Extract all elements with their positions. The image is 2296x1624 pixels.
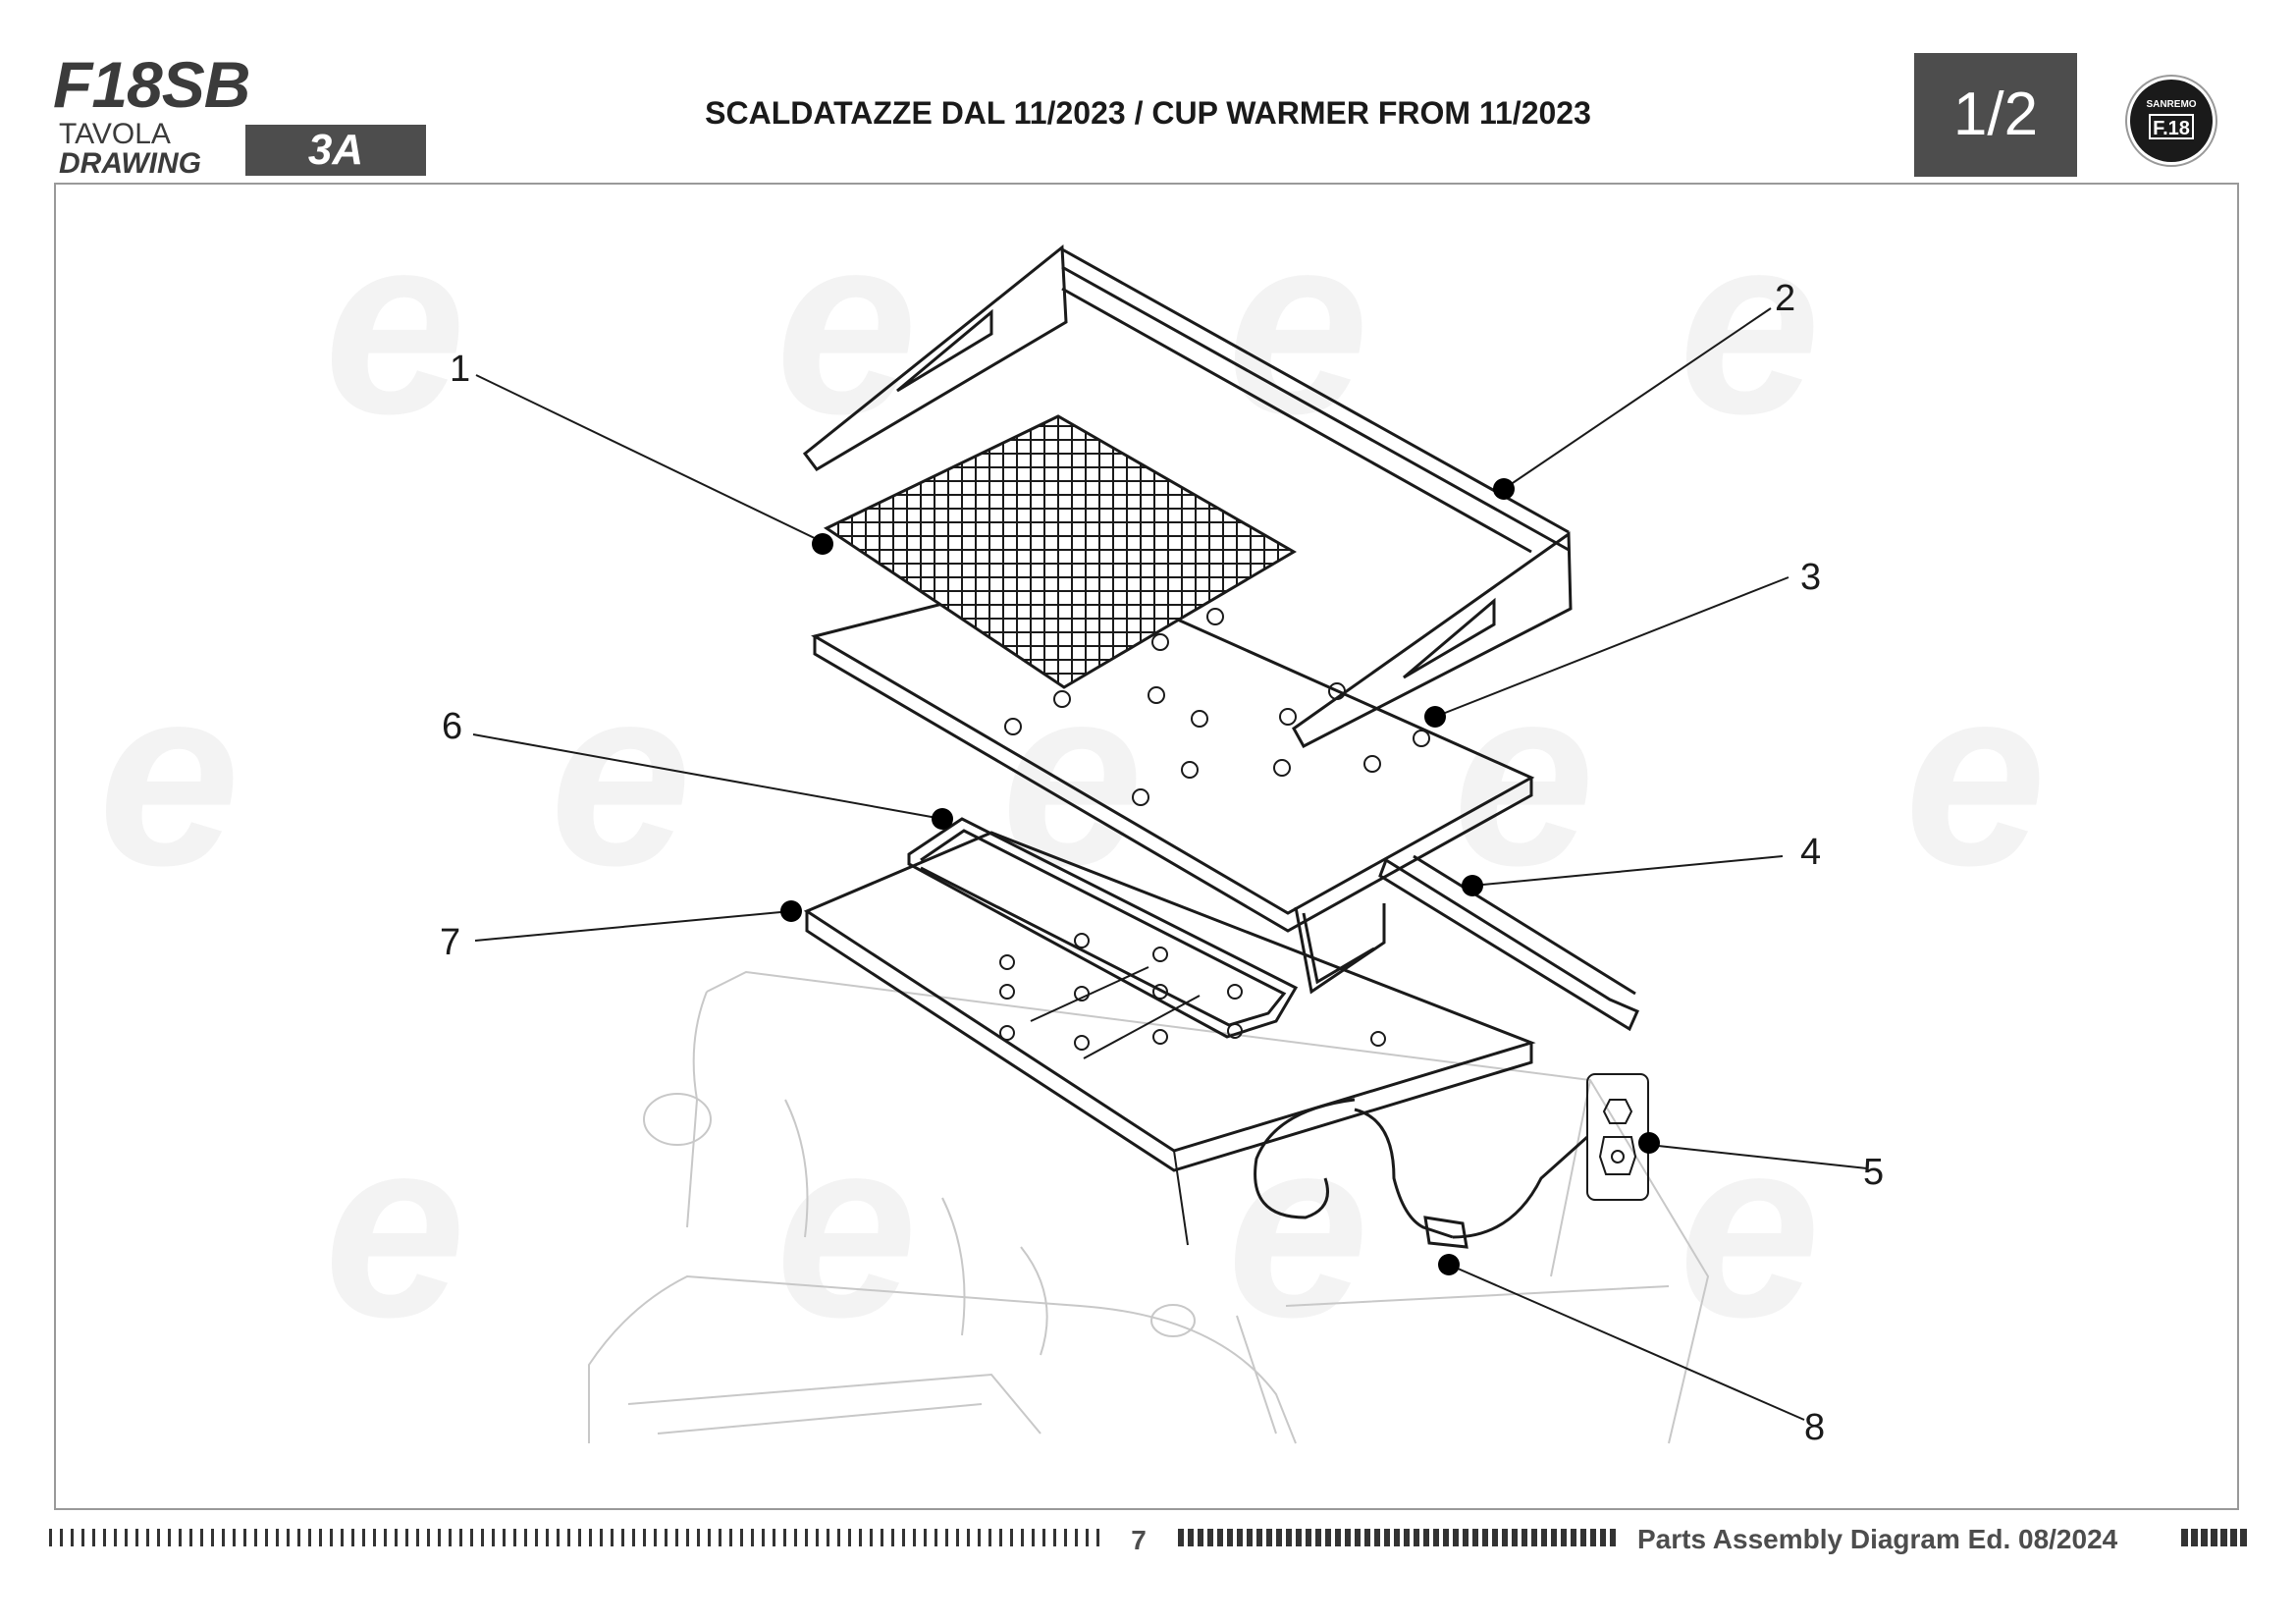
page-number: 7 xyxy=(1131,1525,1147,1555)
page-title: SCALDATAZZE DAL 11/2023 / CUP WARMER FRO… xyxy=(705,95,1591,131)
callout-dot-2 xyxy=(1493,478,1515,500)
model-name: F18SB xyxy=(53,48,250,121)
footer-ticks-right xyxy=(1178,1529,1616,1546)
callout-dot-6 xyxy=(932,808,953,830)
part-3-plate xyxy=(811,569,1535,933)
callout-dot-3 xyxy=(1424,706,1446,728)
part-5-thermostat xyxy=(1586,1073,1649,1201)
svg-text:e: e xyxy=(775,183,918,467)
drawing-frame xyxy=(54,183,2239,1510)
callout-dot-7 xyxy=(780,900,802,922)
logo-brand-text: SANREMO xyxy=(2146,99,2196,110)
callout-number-1: 1 xyxy=(450,349,470,390)
callout-number-4: 4 xyxy=(1800,832,1821,873)
callout-number-7: 7 xyxy=(440,922,460,963)
callout-numbers: 1 2 3 4 5 6 7 8 xyxy=(440,278,1884,1448)
callout-dot-5 xyxy=(1638,1132,1660,1154)
callout-dots xyxy=(780,478,1660,1275)
drawing-code-badge: 3A xyxy=(245,125,426,176)
page-fraction-badge: 1/2 xyxy=(1914,53,2077,177)
machine-body-ghost xyxy=(588,970,1710,1444)
footer-tick-bar xyxy=(49,1529,2247,1546)
svg-text:e: e xyxy=(1679,1086,1821,1371)
footer-edition: Parts Assembly Diagram Ed. 08/2024 xyxy=(1637,1524,2118,1554)
part-8-cable xyxy=(1254,1098,1588,1249)
svg-text:e: e xyxy=(324,183,466,467)
svg-text:e: e xyxy=(1227,183,1369,467)
sanremo-logo-icon: SANREMO F.18 xyxy=(2125,75,2217,167)
part-1-grid-mat xyxy=(823,414,1297,689)
footer-ticks-left xyxy=(49,1529,1099,1546)
part-7-tray xyxy=(803,831,1536,1246)
tavola-label: TAVOLA xyxy=(59,118,171,150)
svg-text:e: e xyxy=(98,634,240,919)
svg-text:e: e xyxy=(550,634,692,919)
drawing-label: DRAWING xyxy=(59,147,201,180)
callout-number-3: 3 xyxy=(1800,557,1821,598)
callout-dot-8 xyxy=(1438,1254,1460,1275)
logo-model-text: F.18 xyxy=(2153,118,2190,139)
callout-dot-4 xyxy=(1462,875,1483,896)
svg-text:e: e xyxy=(1904,634,2047,919)
part-2-frame xyxy=(802,244,1573,748)
callout-dot-1 xyxy=(812,533,833,555)
svg-text:e: e xyxy=(324,1086,466,1371)
part-6-heater xyxy=(907,817,1386,1039)
callout-number-8: 8 xyxy=(1804,1407,1825,1448)
footer-ticks-end xyxy=(2181,1529,2247,1546)
callout-number-5: 5 xyxy=(1863,1152,1884,1193)
leader-lines xyxy=(472,307,1868,1421)
svg-text:e: e xyxy=(1679,183,1821,467)
callout-number-6: 6 xyxy=(442,706,462,747)
callout-number-2: 2 xyxy=(1775,278,1795,319)
part-4-rail xyxy=(1378,854,1639,1032)
